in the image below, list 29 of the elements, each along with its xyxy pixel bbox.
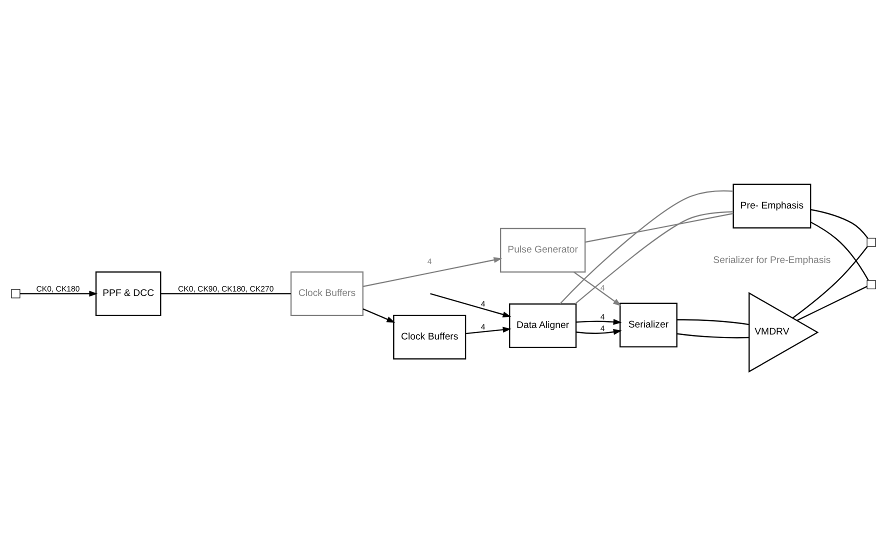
arrow bbox=[576, 318, 622, 324]
connector bbox=[584, 212, 733, 242]
connector bbox=[160, 292, 290, 294]
arrow bbox=[362, 256, 502, 287]
node-box: Clock Buffers bbox=[392, 314, 466, 359]
node-box: Clock Buffers bbox=[290, 270, 363, 316]
arrow bbox=[576, 328, 622, 334]
arrow bbox=[573, 271, 622, 306]
connector bbox=[574, 210, 733, 304]
node-box: Pre- Emphasis bbox=[732, 183, 811, 228]
node-box bbox=[866, 237, 876, 246]
connector bbox=[810, 208, 868, 238]
connector bbox=[676, 318, 749, 325]
node-box: Pulse Generator bbox=[499, 227, 586, 272]
node-box bbox=[10, 288, 20, 298]
connector bbox=[796, 285, 867, 320]
label: Serializer for Pre-Emphasis bbox=[712, 254, 830, 266]
node-box: Serializer bbox=[619, 302, 677, 347]
node-box: Data Aligner bbox=[508, 302, 576, 348]
node-box bbox=[866, 280, 876, 289]
connector bbox=[559, 190, 733, 304]
node-box: PPF & DCC bbox=[94, 270, 161, 316]
connector bbox=[792, 246, 868, 318]
arrow bbox=[362, 308, 395, 322]
arrow bbox=[465, 326, 511, 334]
arrow bbox=[430, 292, 511, 317]
connector bbox=[676, 332, 749, 338]
arrow bbox=[20, 290, 98, 296]
connector bbox=[810, 221, 868, 280]
